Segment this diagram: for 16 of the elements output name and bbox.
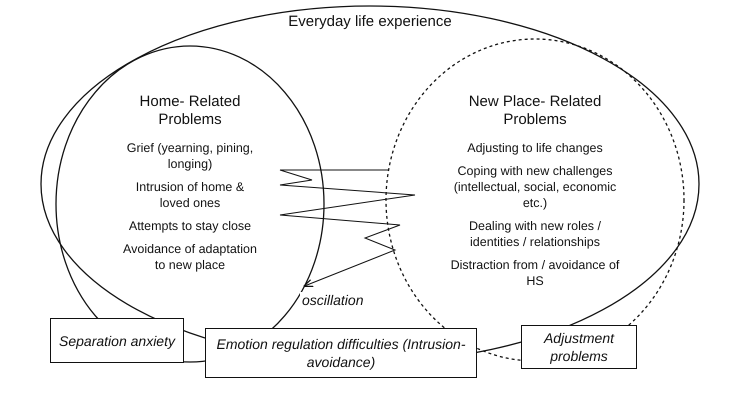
list-item: Distraction from / avoidance of HS (450, 257, 620, 289)
label-box: Emotion regulation difficulties (Intrusion-avoidance) (205, 328, 477, 378)
list-item: Attempts to stay close (128, 218, 252, 234)
list-item: Avoidance of adaptation to new place (122, 241, 258, 273)
list-item: Dealing with new roles / identities / relationships (468, 218, 602, 250)
list-item: Intrusion of home & loved ones (134, 179, 246, 211)
label-box: Separation anxiety (50, 318, 184, 363)
label-box: Adjustment problems (521, 325, 637, 369)
list-item: Grief (yearning, pining, longing) (126, 140, 254, 172)
heading: Home- Related Problems (138, 93, 242, 129)
edge-label: oscillation (300, 292, 366, 308)
list-item: Adjusting to life changes (467, 140, 603, 156)
list-item: Coping with new challenges (intellectual, social, economic etc.) (452, 163, 618, 211)
zigzag-arrow (280, 170, 416, 287)
heading: New Place- Related Problems (468, 93, 602, 129)
heading: Everyday life experience (288, 13, 452, 31)
